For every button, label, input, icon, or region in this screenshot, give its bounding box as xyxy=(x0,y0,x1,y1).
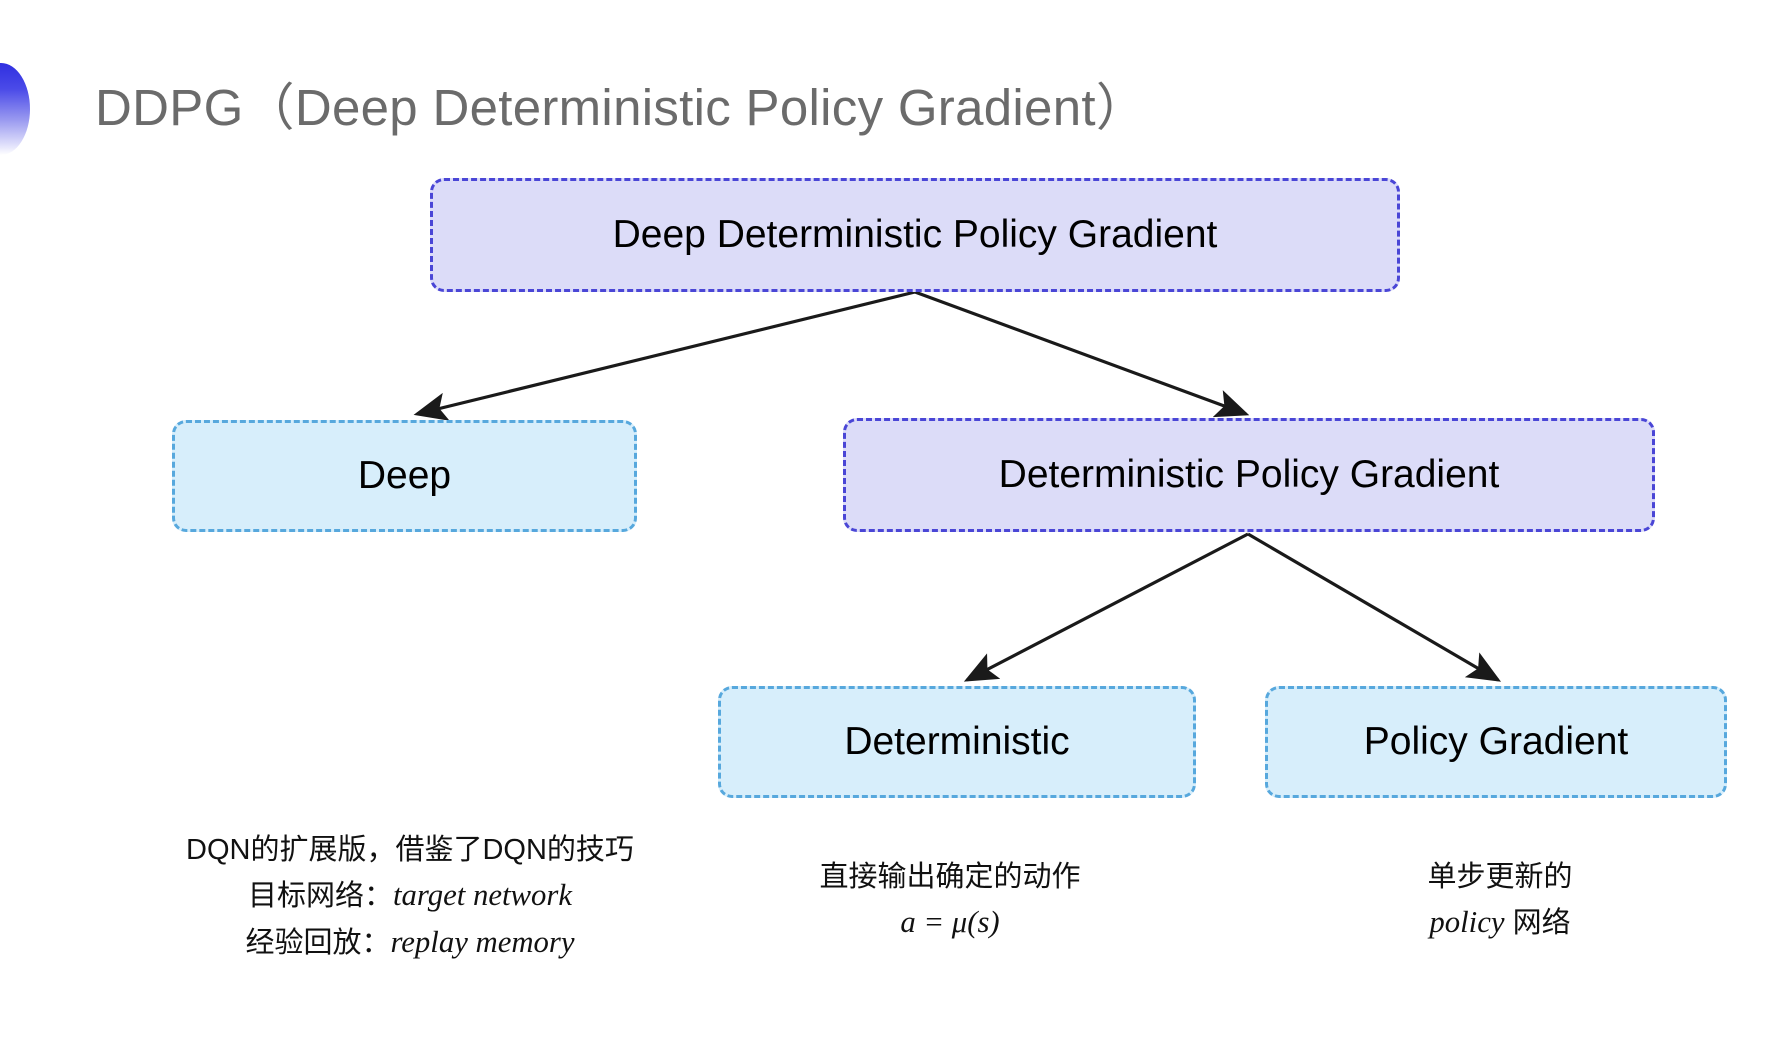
caption-policy-gradient-line2: policy 网络 xyxy=(1290,899,1710,946)
node-label: Policy Gradient xyxy=(1363,720,1629,763)
caption-deep-line2-value: target network xyxy=(393,878,572,913)
edge-dpg-policy-gradient xyxy=(1247,532,1502,682)
node-deep-deterministic-policy-gradient[interactable]: Deep Deterministic Policy Gradient xyxy=(430,178,1400,292)
caption-deep-line2-label: 目标网络： xyxy=(248,880,394,913)
caption-deterministic-line1: 直接输出确定的动作 xyxy=(819,861,1081,893)
node-deterministic-policy-gradient[interactable]: Deterministic Policy Gradient xyxy=(843,418,1655,532)
edge-root-deep xyxy=(413,290,916,421)
caption-policy-gradient-suffix: 网络 xyxy=(1504,907,1571,940)
node-label: Deep xyxy=(357,454,452,497)
node-deep[interactable]: Deep xyxy=(172,420,637,532)
node-deterministic[interactable]: Deterministic xyxy=(718,686,1196,798)
edge-dpg-deterministic xyxy=(963,532,1249,682)
slide-title-row: DDPG（Deep Deterministic Policy Gradient） xyxy=(0,58,1500,158)
caption-policy-gradient-value: policy xyxy=(1429,905,1505,940)
caption-policy-gradient: 单步更新的 policy 网络 xyxy=(1290,855,1710,946)
node-label: Deep Deterministic Policy Gradient xyxy=(612,213,1218,256)
caption-deep-line3: 经验回放：replay memory xyxy=(40,919,780,966)
bullet-ellipse-icon xyxy=(0,63,30,155)
caption-deep-line2: 目标网络：target network xyxy=(40,872,780,919)
page-title: DDPG（Deep Deterministic Policy Gradient） xyxy=(95,79,1148,136)
caption-policy-gradient-line1: 单步更新的 xyxy=(1427,861,1573,893)
node-label: Deterministic xyxy=(844,720,1070,763)
caption-deep-line3-label: 经验回放： xyxy=(245,926,391,959)
caption-deep-line1: DQN的扩展版，借鉴了DQN的技巧 xyxy=(186,834,634,866)
node-label: Deterministic Policy Gradient xyxy=(998,453,1500,496)
caption-deterministic-formula: a = μ(s) xyxy=(900,905,1000,940)
caption-deep-line3-value: replay memory xyxy=(390,924,575,959)
caption-deterministic: 直接输出确定的动作 a = μ(s) xyxy=(700,855,1200,946)
edge-root-dpg xyxy=(914,290,1250,418)
caption-deep: DQN的扩展版，借鉴了DQN的技巧 目标网络：target network 经验… xyxy=(40,828,780,965)
node-policy-gradient[interactable]: Policy Gradient xyxy=(1265,686,1727,798)
